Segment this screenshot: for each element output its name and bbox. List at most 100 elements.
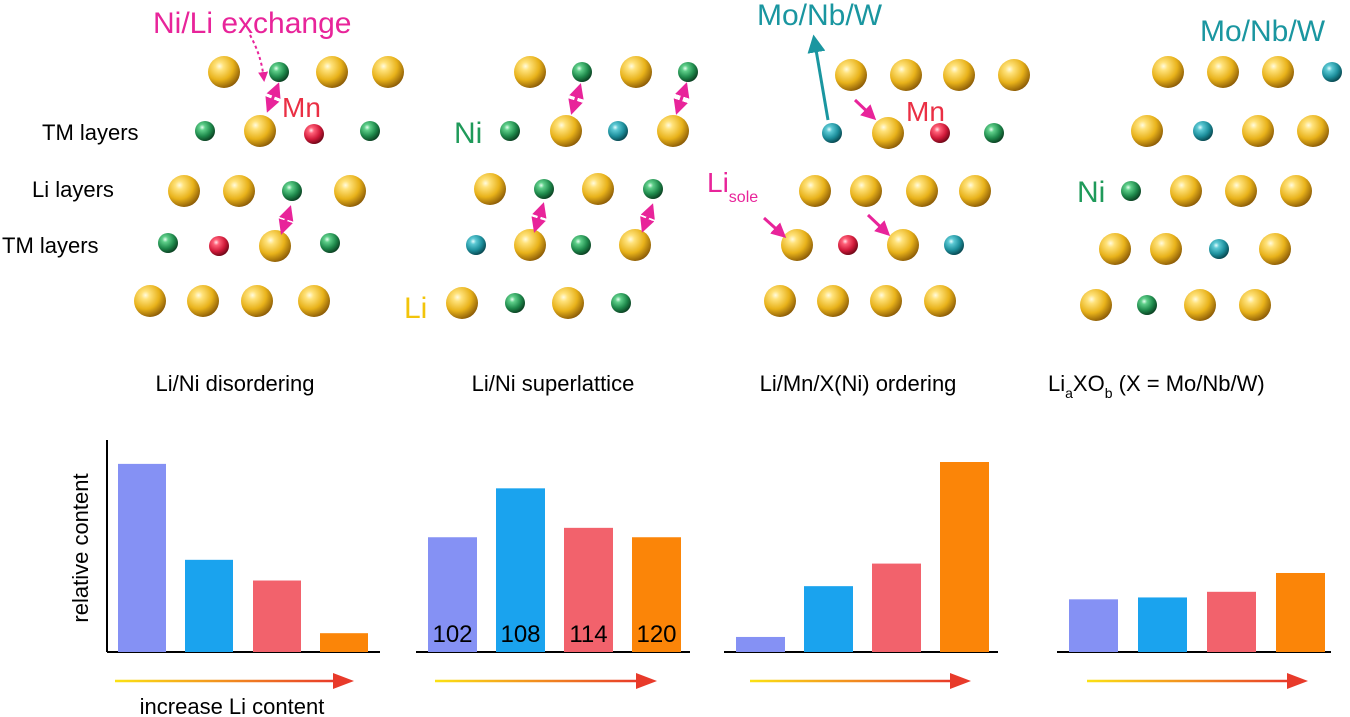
tm-layers-label: TM layers — [42, 120, 139, 145]
li-sole-label: Lisole — [707, 167, 758, 206]
li-atom — [372, 56, 404, 88]
mn-pointer-arrow — [853, 98, 877, 121]
bar — [736, 636, 785, 652]
li-content-arrows: increase Li content — [114, 673, 1308, 717]
mo-nb-w-atom — [608, 121, 628, 141]
ni-atom — [320, 233, 340, 253]
mo-nb-w-label: Mo/Nb/W — [1200, 15, 1326, 48]
ni-label: Ni — [1077, 176, 1105, 209]
ni-atom — [505, 293, 525, 313]
bar — [496, 488, 545, 652]
li-atom — [872, 117, 904, 149]
li-atom — [764, 285, 796, 317]
ni-atom — [269, 62, 289, 82]
ni-li-exchange-label: Ni/Li exchange — [153, 7, 351, 40]
li-atom — [620, 56, 652, 88]
li-atom — [552, 287, 584, 319]
exchange-arrow — [278, 205, 294, 235]
mo-nb-w-atom — [1322, 62, 1342, 82]
panel-titles: Li/Ni disordering Li/Ni superlattice Li/… — [156, 371, 1265, 401]
y-axis-label: relative content — [68, 473, 93, 622]
bar — [1069, 599, 1118, 652]
bar-category-label: 102 — [432, 621, 472, 648]
li-atom — [890, 59, 922, 91]
mn-atom — [304, 124, 324, 144]
panel-title: Li/Mn/X(Ni) ordering — [760, 371, 957, 396]
li-atom — [1150, 233, 1182, 265]
li-atom — [817, 285, 849, 317]
bar-category-label: 114 — [569, 621, 607, 648]
annotations: Ni/Li exchange Mn TM layers Li layers TM… — [2, 0, 1326, 325]
ni-atom — [360, 121, 380, 141]
mo-nb-w-label: Mo/Nb/W — [757, 0, 883, 32]
li-content-arrowhead — [950, 673, 971, 689]
li-atom — [850, 175, 882, 207]
li-atom — [582, 173, 614, 205]
li-sole-pointer-arrow — [866, 213, 891, 237]
mn-label: Mn — [906, 96, 945, 127]
li-atom — [870, 285, 902, 317]
li-atom — [446, 287, 478, 319]
bar — [564, 527, 613, 652]
li-atom — [1131, 115, 1163, 147]
bar — [1138, 597, 1187, 652]
tm-layers-label: TM layers — [2, 233, 99, 258]
mo-nb-w-atom — [1193, 121, 1213, 141]
li-atom — [244, 115, 276, 147]
ni-atom — [571, 235, 591, 255]
li-atom — [887, 229, 919, 261]
ni-atom — [678, 62, 698, 82]
exchange-arrow — [640, 203, 655, 233]
arrows-layer — [249, 34, 891, 239]
li-atom — [1170, 175, 1202, 207]
li-atom — [208, 56, 240, 88]
li-atom — [474, 173, 506, 205]
li-atom — [334, 175, 366, 207]
li-sole-pointer-arrow — [762, 216, 787, 239]
ni-label: Ni — [454, 117, 482, 150]
li-atom — [316, 56, 348, 88]
mn-atom — [838, 235, 858, 255]
bar — [804, 586, 853, 652]
ni-atom — [572, 62, 592, 82]
mn-atom — [209, 236, 229, 256]
li-atom — [514, 56, 546, 88]
li-atom — [550, 115, 582, 147]
li-atom — [1225, 175, 1257, 207]
ni-atom — [195, 121, 215, 141]
mo-pointer-arrow — [807, 34, 830, 121]
panel-title: Li/Ni superlattice — [472, 371, 635, 396]
li-atom — [1262, 56, 1294, 88]
li-atom — [1280, 175, 1312, 207]
atoms-layer — [134, 56, 1342, 321]
bar — [1276, 572, 1325, 652]
ni-atom — [611, 293, 631, 313]
li-content-arrowhead — [636, 673, 657, 689]
bar — [632, 537, 681, 652]
li-atom — [1242, 115, 1274, 147]
ni-atom — [534, 179, 554, 199]
ni-atom — [158, 233, 178, 253]
li-layers-label: Li layers — [32, 177, 114, 202]
li-atom — [514, 229, 546, 261]
dotted-pointer-arrow — [249, 34, 269, 82]
bar — [118, 463, 166, 652]
li-atom — [906, 175, 938, 207]
mn-atom — [930, 123, 950, 143]
li-atom — [1152, 56, 1184, 88]
x-axis-label: increase Li content — [140, 694, 325, 717]
bar-category-label: 120 — [636, 621, 676, 648]
li-atom — [259, 230, 291, 262]
li-atom — [1297, 115, 1329, 147]
li-atom — [1207, 56, 1239, 88]
mo-nb-w-atom — [944, 235, 964, 255]
li-atom — [168, 175, 200, 207]
exchange-arrow — [531, 202, 547, 233]
mo-nb-w-atom — [466, 235, 486, 255]
panel-title: Li/Ni disordering — [156, 371, 315, 396]
bar — [428, 537, 477, 652]
mn-label: Mn — [282, 92, 321, 123]
li-atom — [1184, 289, 1216, 321]
mo-nb-w-atom — [822, 123, 842, 143]
